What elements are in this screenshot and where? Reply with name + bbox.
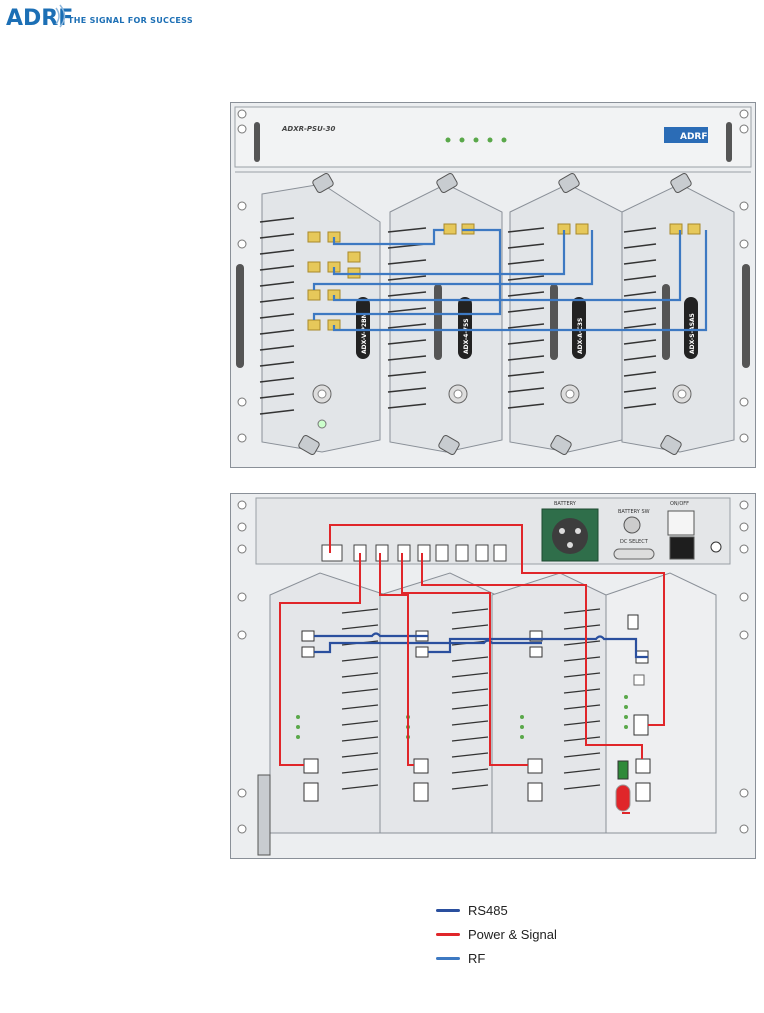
legend-swatch-rs485 <box>436 909 460 912</box>
rack-diagram-power: BATTERY BATTERY SW DC SELECT ON/OFF <box>230 493 756 859</box>
psu-brand: ADRF <box>680 132 708 142</box>
module-4-label: ADX-S-ASA5 <box>689 313 696 354</box>
module-1-label: ADX-V-P2BN <box>361 313 368 354</box>
header: ADRF THE SIGNAL FOR SUCCESS <box>0 0 300 40</box>
power-module-3 <box>492 573 606 833</box>
legend-label: RS485 <box>468 903 508 918</box>
ground-bar <box>258 775 270 855</box>
tagline: THE SIGNAL FOR SUCCESS <box>68 16 193 25</box>
power-module-2 <box>380 573 496 833</box>
ac-inlet <box>670 537 694 559</box>
rack-handle-right <box>742 264 750 368</box>
psu-label: ADXR-PSU-30 <box>281 125 336 133</box>
module-4: ADX-S-ASA5 <box>622 184 734 452</box>
legend-label: RF <box>468 951 485 966</box>
power-module-4 <box>606 573 716 833</box>
legend-item-power: Power & Signal <box>436 922 636 946</box>
power-switch[interactable] <box>668 511 694 535</box>
module-1: ADX-V-P2BN <box>260 184 380 452</box>
dc-select-label: DC SELECT <box>620 539 649 545</box>
battery-sw-label: BATTERY SW <box>618 509 650 515</box>
ground-icon <box>711 542 721 552</box>
legend-swatch-power <box>436 933 460 936</box>
legend-label: Power & Signal <box>468 927 557 942</box>
module-2-label: ADX-4-75S <box>463 318 470 354</box>
legend-item-rf: RF <box>436 946 636 970</box>
cable-legend: RS485 Power & Signal RF <box>436 898 636 970</box>
battery-label: BATTERY <box>554 501 577 507</box>
module-3-label: ADX-A-C3S <box>577 318 584 354</box>
psu-handle-right <box>726 122 732 162</box>
legend-item-rs485: RS485 <box>436 898 636 922</box>
legend-swatch-rf <box>436 957 460 960</box>
rack-handle-left <box>236 264 244 368</box>
module-2: ADX-4-75S <box>388 184 502 452</box>
module-3: ADX-A-C3S <box>508 184 622 452</box>
rack-diagram-rf: ADXR-PSU-30 ADRF ADX-V-P2BN <box>230 102 756 468</box>
power-module-1 <box>270 573 386 833</box>
on-off-label: ON/OFF <box>670 501 689 507</box>
psu-handle-left <box>254 122 260 162</box>
